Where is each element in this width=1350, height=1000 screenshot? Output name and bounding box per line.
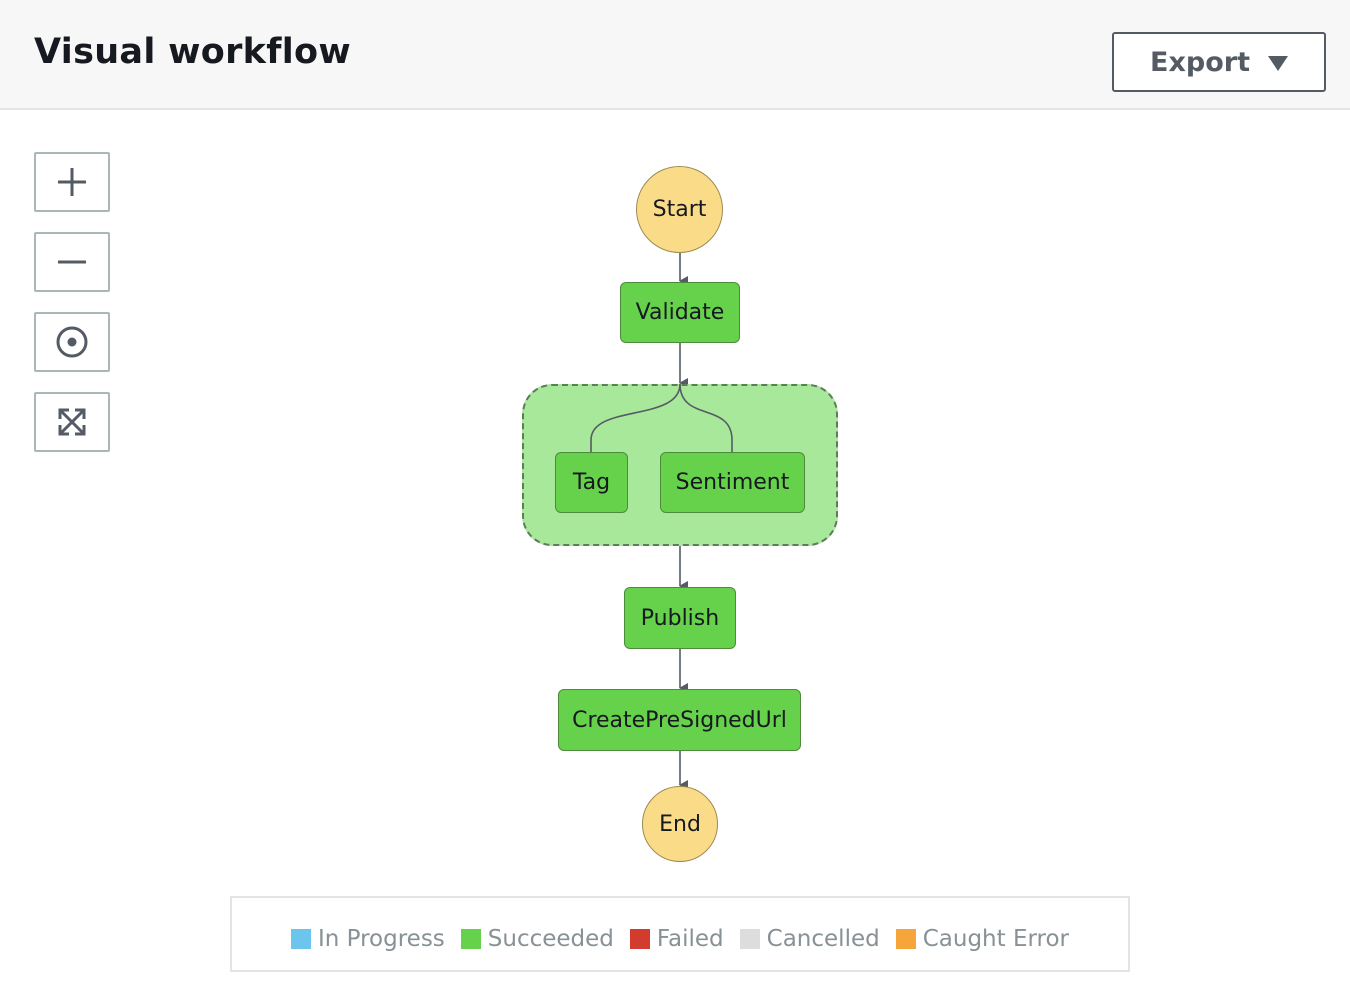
- start-state-label: Start: [652, 197, 707, 222]
- workflow-connectors: [679, 251, 688, 790]
- legend-label: Succeeded: [487, 926, 614, 952]
- export-button-label: Export: [1150, 46, 1250, 78]
- state-sentiment[interactable]: Sentiment: [660, 452, 805, 513]
- legend-item-in-progress: In Progress: [290, 926, 445, 952]
- zoom-in-button[interactable]: [34, 152, 110, 212]
- page-title: Visual workflow: [34, 32, 352, 72]
- workflow-graph[interactable]: Start Validate Tag Sentiment Publish Cre…: [0, 110, 1350, 890]
- end-state-label: End: [659, 811, 701, 837]
- caret-down-icon: [1267, 55, 1288, 71]
- status-legend: In Progress Succeeded Failed Cancelled C…: [230, 896, 1130, 972]
- state-tag-label: Tag: [572, 470, 611, 495]
- end-state[interactable]: End: [642, 786, 718, 862]
- legend-item-caught-error: Caught Error: [895, 926, 1070, 952]
- state-tag[interactable]: Tag: [555, 452, 628, 513]
- legend-swatch: [460, 929, 481, 949]
- start-state[interactable]: Start: [636, 166, 723, 253]
- zoom-out-button[interactable]: [34, 232, 110, 292]
- legend-swatch: [629, 929, 650, 949]
- target-icon: [56, 326, 88, 358]
- state-validate-label: Validate: [635, 300, 725, 325]
- state-create-presigned-url[interactable]: CreatePreSignedUrl: [558, 689, 801, 751]
- legend-swatch: [290, 929, 311, 949]
- legend-item-cancelled: Cancelled: [739, 926, 880, 952]
- center-button[interactable]: [34, 312, 110, 372]
- legend-item-failed: Failed: [629, 926, 724, 952]
- parallel-branch-connectors: [590, 383, 733, 452]
- state-validate[interactable]: Validate: [620, 282, 740, 343]
- expand-icon: [58, 408, 86, 436]
- fit-view-button[interactable]: [34, 392, 110, 452]
- legend-item-succeeded: Succeeded: [460, 926, 614, 952]
- legend-swatch: [895, 929, 916, 949]
- state-publish-label: Publish: [640, 605, 720, 631]
- minus-icon: [58, 260, 86, 264]
- plus-icon: [58, 168, 86, 196]
- state-create-presigned-url-label: CreatePreSignedUrl: [572, 707, 787, 733]
- header: Visual workflow Export: [0, 0, 1350, 110]
- legend-label: Caught Error: [922, 926, 1070, 952]
- legend-label: Cancelled: [766, 926, 880, 952]
- export-button[interactable]: Export: [1112, 32, 1326, 92]
- state-sentiment-label: Sentiment: [675, 470, 790, 495]
- legend-swatch: [739, 929, 760, 949]
- legend-label: Failed: [656, 926, 724, 952]
- legend-label: In Progress: [317, 926, 445, 952]
- state-publish[interactable]: Publish: [624, 587, 736, 649]
